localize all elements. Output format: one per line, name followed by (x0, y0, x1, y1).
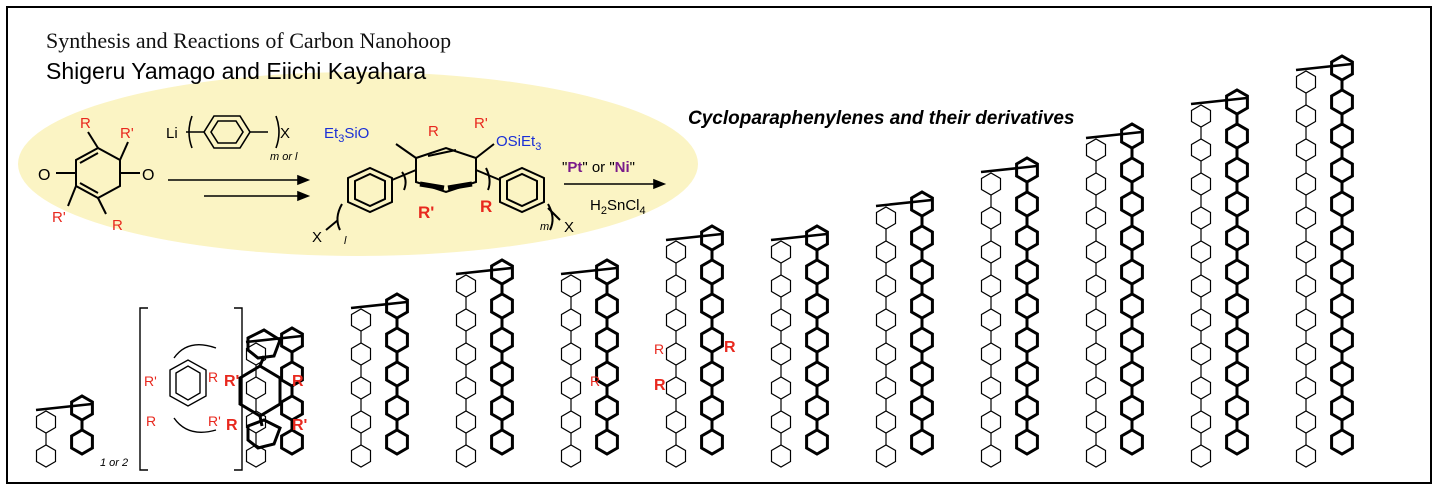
hoop-thin-r-top: R (654, 341, 664, 357)
intermediate-r-bottom-left: R' (418, 203, 434, 222)
intermediate-r-bottom-right: R (480, 197, 492, 216)
nanohoop-gallery (35, 54, 1354, 468)
hoop-top-cap (665, 232, 723, 242)
quinone-o-left: O (38, 167, 50, 184)
hoop-front-ring (595, 428, 619, 456)
silyl-ether-right: OSiEt3 (496, 133, 541, 153)
hoop-top-cap (35, 402, 93, 412)
figure-subtitle: Cycloparaphenylenes and their derivative… (688, 108, 1075, 129)
hoop-bold-r-top: R (724, 339, 736, 356)
bracket-bold-r4: R' (292, 417, 307, 434)
figure-frame: O O R R' R' R Li X m or l (6, 6, 1432, 484)
hoop-front-ring (1120, 428, 1144, 456)
bracket-bold-r1: R' (224, 373, 239, 390)
reagent-li: Li (166, 125, 178, 142)
hoop-bold-r-bottom: R (654, 377, 666, 394)
bracket-thin-r4: R' (208, 413, 221, 429)
hoop-front-ring (490, 428, 514, 456)
hoop-top-cap (560, 266, 618, 276)
hoop-back-ring (1295, 444, 1317, 468)
benzoquinone (56, 131, 140, 215)
hoop-front-ring (700, 428, 724, 456)
hoop-top-cap (455, 266, 513, 276)
bracketed-compound (139, 307, 243, 471)
quinone-r-bottom-left: R' (52, 209, 66, 226)
reaction-arrows-1 (168, 174, 311, 202)
hoop-back-ring (455, 444, 477, 468)
hoop-front-ring (1225, 428, 1249, 456)
hoop-front-ring (385, 428, 409, 456)
hoop-top-cap (1190, 96, 1248, 106)
intermediate-x-left: X (312, 229, 322, 246)
intermediate-r-top: R (428, 123, 439, 140)
hoop-top-cap (875, 198, 933, 208)
hoop-back-ring (875, 444, 897, 468)
hoop-back-ring (1085, 444, 1107, 468)
hoop-top-cap (1085, 130, 1143, 140)
hoop-top-cap (245, 334, 303, 344)
reagent-subscript: m or l (270, 151, 298, 163)
intermediate-r-top-right: R' (474, 115, 488, 132)
bracket-thin-r3: R (146, 413, 156, 429)
bracketed-compound-bold (238, 328, 282, 450)
hoop-back-ring (35, 444, 57, 468)
silyl-ether-left: Et3SiO (324, 125, 369, 145)
quinone-r-top-right: R' (120, 125, 134, 142)
hoop-front-ring (1015, 428, 1039, 456)
hoop-front-ring (70, 428, 94, 456)
hoop-front-ring (910, 428, 934, 456)
hoop-back-ring (770, 444, 792, 468)
intermediate-m: m (540, 221, 549, 233)
figure-title: Synthesis and Reactions of Carbon Nanoho… (46, 28, 452, 53)
hoop-back-ring (350, 444, 372, 468)
hoop-top-cap (980, 164, 1038, 174)
metal-reagent: "Pt" or "Ni" (562, 159, 635, 176)
quinone-r-top-left: R (80, 115, 91, 132)
reaction-arrow-2 (564, 178, 667, 190)
hoop-front-ring (1330, 428, 1354, 456)
bracket-thin-r1: R' (144, 373, 157, 389)
cyclohexadiene-intermediate (325, 143, 561, 231)
hoop-back-ring (245, 444, 267, 468)
reagent-x: X (280, 125, 290, 142)
quinone-o-right: O (142, 167, 154, 184)
quinone-r-bottom-right: R (112, 217, 123, 234)
aryllithium-reagent (186, 115, 280, 149)
synthesis-scheme: O O R R' R' R Li X m or l (18, 72, 736, 471)
bracket-bold-r2: R (292, 373, 304, 390)
bracket-thin-r2: R (208, 369, 218, 385)
hoop-back-ring (980, 444, 1002, 468)
hoop-back-ring (1190, 444, 1212, 468)
figure-authors: Shigeru Yamago and Eiichi Kayahara (46, 58, 427, 84)
intermediate-l: l (344, 235, 347, 247)
hoop-back-ring (665, 444, 687, 468)
bracket-bold-r3: R (226, 417, 238, 434)
hoop-top-cap (1295, 62, 1353, 72)
hoop-top-cap (350, 300, 408, 310)
hoop-thin-r-bottom: R (590, 373, 600, 389)
bracket-repeat-count: 1 or 2 (100, 457, 128, 469)
hoop-back-ring (560, 444, 582, 468)
intermediate-x-right: X (564, 219, 574, 236)
reducing-agent: H2SnCl4 (590, 197, 646, 217)
hoop-front-ring (805, 428, 829, 456)
hoop-front-ring (280, 428, 304, 456)
hoop-top-cap (770, 232, 828, 242)
